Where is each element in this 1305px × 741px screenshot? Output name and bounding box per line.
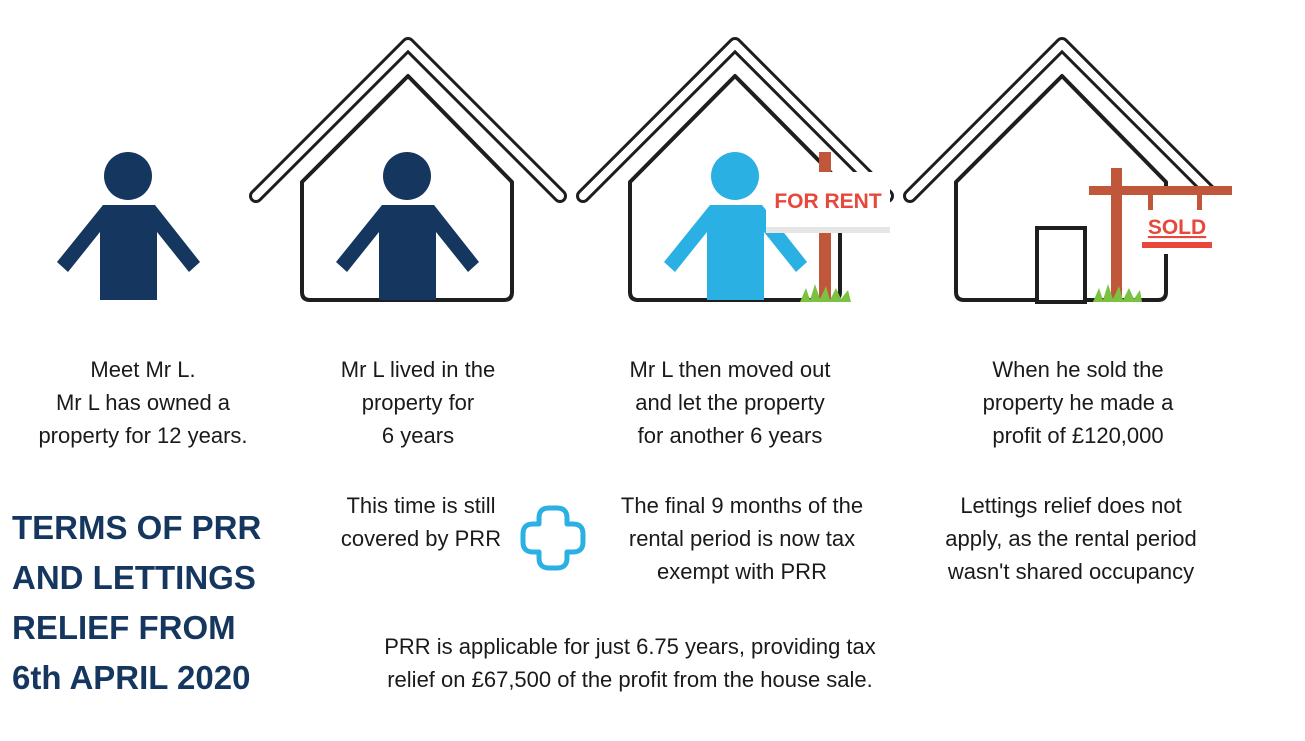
note-prr-covered: This time is still covered by PRR [340,493,502,551]
step-caption-3: Mr L then moved out and let the property… [629,357,831,448]
page-title: TERMS OF PRR AND LETTINGS RELIEF FROM 6t… [12,509,262,696]
person-icon [57,152,200,300]
house-icon [903,37,1221,302]
sold-label: SOLD [1148,216,1206,239]
step-caption-4: When he sold the property he made a prof… [982,357,1174,448]
door-icon [1035,226,1087,304]
note-final-9-months: The final 9 months of the rental period … [620,493,864,584]
sold-sign: SOLD [1089,168,1235,302]
summary-text: PRR is applicable for just 6.75 years, p… [384,634,876,692]
step-caption-1: Meet Mr L. Mr L has owned a property for… [38,357,248,448]
person-icon [336,152,479,300]
house-icon [249,37,567,302]
for-rent-label: FOR RENT [774,190,882,213]
for-rent-sign: FOR RENT [766,152,890,302]
plus-icon [520,505,586,571]
step-caption-2: Mr L lived in the property for 6 years [340,357,496,448]
note-lettings-relief: Lettings relief does not apply, as the r… [945,493,1197,584]
